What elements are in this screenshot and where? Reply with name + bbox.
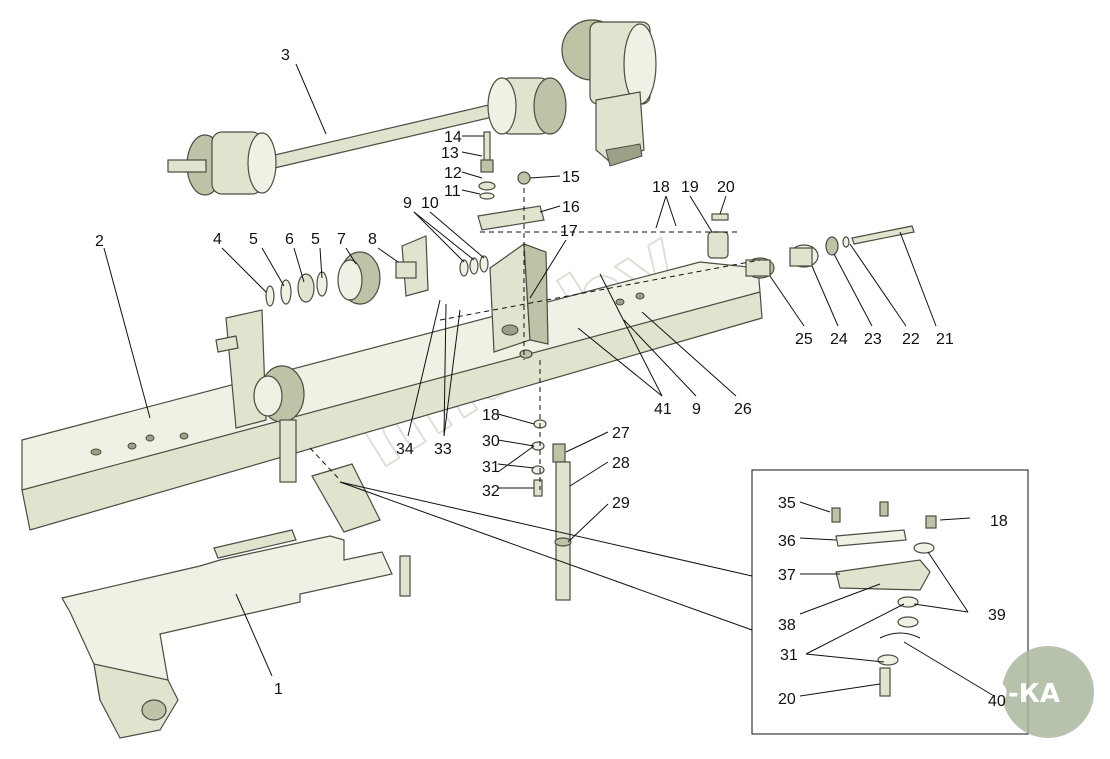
callout-31-inset: 31 — [780, 647, 798, 664]
callout-30: 30 — [482, 433, 500, 450]
callout-3: 3 — [281, 47, 290, 64]
callout-2: 2 — [95, 233, 104, 250]
callout-10: 10 — [421, 195, 439, 212]
callout-31: 31 — [482, 459, 500, 476]
right-axle-parts — [707, 213, 915, 279]
callout-12: 12 — [444, 165, 462, 182]
upper-bolt-stack — [477, 131, 545, 231]
callout-8: 8 — [368, 231, 377, 248]
logo-circle — [1002, 646, 1094, 738]
callout-5: 5 — [249, 231, 258, 248]
callout-18-top: 18 — [652, 179, 670, 196]
callout-17: 17 — [560, 223, 578, 240]
callout-15: 15 — [562, 169, 580, 186]
callout-41: 41 — [654, 401, 672, 418]
callout-34: 34 — [396, 441, 414, 458]
callout-23: 23 — [864, 331, 882, 348]
callout-37: 37 — [778, 567, 796, 584]
callout-39: 39 — [988, 607, 1006, 624]
callout-35: 35 — [778, 495, 796, 512]
callout-19: 19 — [681, 179, 699, 196]
callout-36: 36 — [778, 533, 796, 550]
callout-32: 32 — [482, 483, 500, 500]
callout-18-inset: 18 — [990, 513, 1008, 530]
callout-5b: 5 — [311, 231, 320, 248]
beam-bearing-bracket — [215, 309, 305, 483]
callout-1: 1 — [274, 681, 283, 698]
assembly-axis-lines — [309, 188, 761, 490]
callout-40: 40 — [988, 693, 1006, 710]
part-3-shaft-assembly — [167, 19, 657, 196]
callout-16: 16 — [562, 199, 580, 216]
callout-13: 13 — [441, 145, 459, 162]
callout-9-lower: 9 — [692, 401, 701, 418]
callout-11: 11 — [444, 183, 461, 200]
leader-lines — [103, 63, 995, 697]
callout-7: 7 — [337, 231, 346, 248]
callout-27: 27 — [612, 425, 630, 442]
part-17-center-bracket — [489, 242, 549, 353]
part-2-frame-beam — [21, 261, 763, 531]
callout-26: 26 — [734, 401, 752, 418]
callout-20-top: 20 — [717, 179, 735, 196]
logo-text: АГРО-КА — [930, 679, 1060, 709]
callout-18-mid: 18 — [482, 407, 500, 424]
callout-20-inset: 20 — [778, 691, 796, 708]
callout-24: 24 — [830, 331, 848, 348]
callout-labels: 3 2 1 4 5 6 5 7 8 9 10 11 12 13 14 15 16… — [95, 47, 1008, 710]
callout-14: 14 — [444, 129, 462, 146]
callout-25: 25 — [795, 331, 813, 348]
small-parts-row — [265, 235, 489, 307]
callout-29: 29 — [612, 495, 630, 512]
callout-38: 38 — [778, 617, 796, 634]
detail-inset: АГРО-КА — [751, 469, 1094, 738]
callout-21: 21 — [936, 331, 954, 348]
callout-9: 9 — [403, 195, 412, 212]
part-1-lower-plate — [61, 463, 411, 739]
callout-33: 33 — [434, 441, 452, 458]
callout-4: 4 — [213, 231, 222, 248]
callout-28: 28 — [612, 455, 630, 472]
callout-22: 22 — [902, 331, 920, 348]
callout-6: 6 — [285, 231, 294, 248]
